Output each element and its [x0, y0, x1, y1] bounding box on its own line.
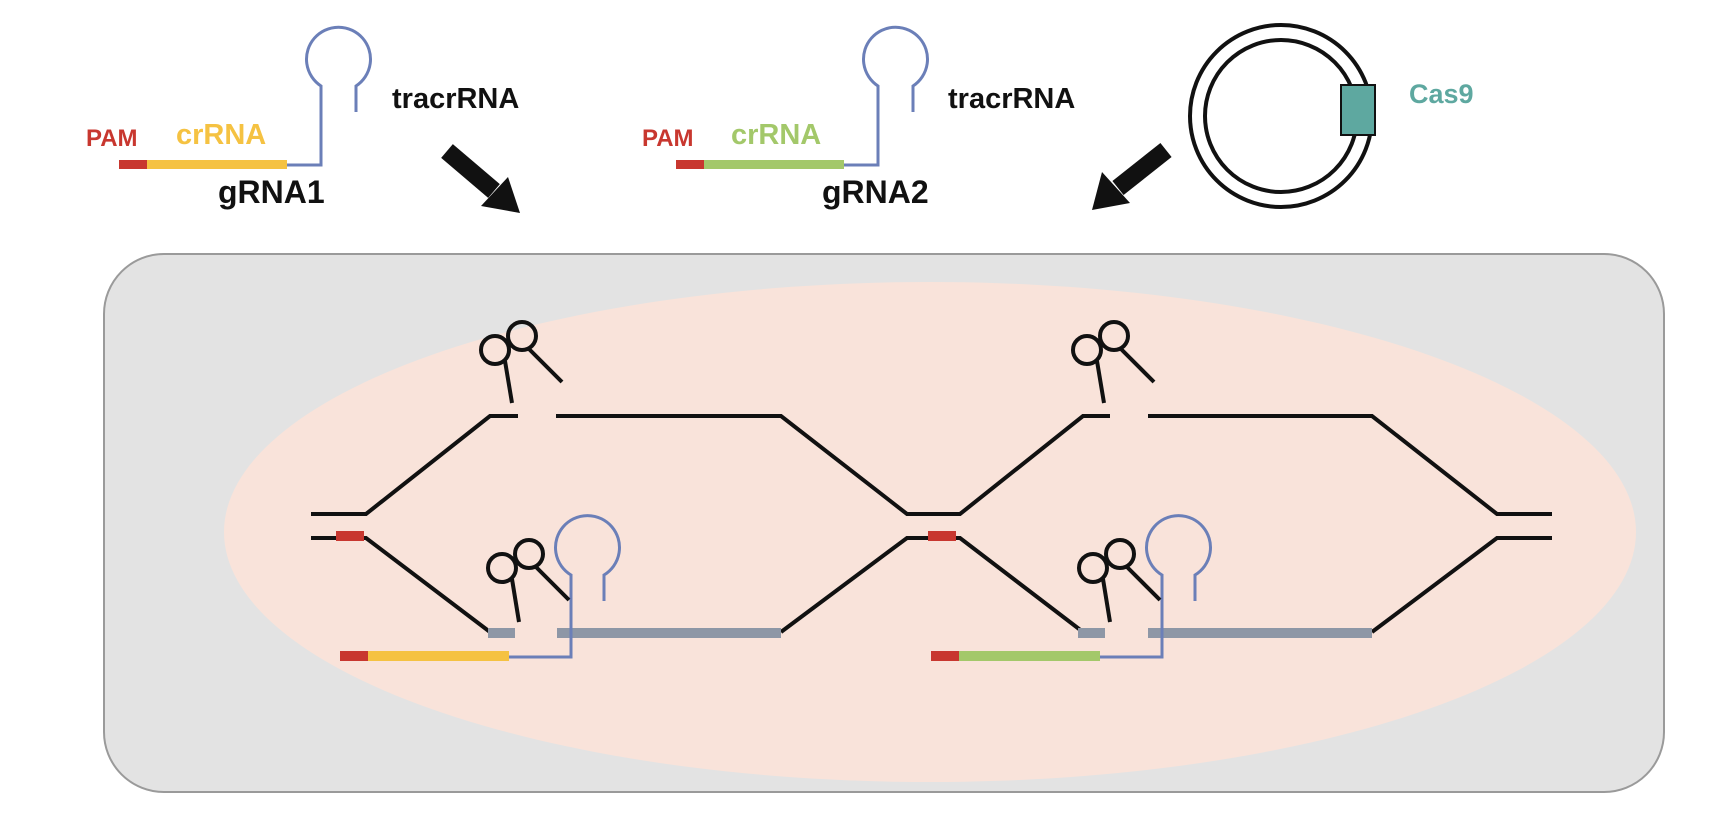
grna2-tracrrna-label: tracrRNA	[948, 83, 1075, 115]
grna1-crrna-label: crRNA	[176, 119, 266, 151]
scissors-icon	[1077, 538, 1162, 623]
grna2-crrna-label: crRNA	[731, 119, 821, 151]
scissors-icon	[486, 538, 571, 623]
bound-grna1-crrna	[368, 651, 509, 661]
bound-grna1-pam	[340, 651, 368, 661]
bound-grna2	[931, 514, 1212, 661]
bound-region-1b	[557, 628, 781, 638]
bound-grna2-crrna	[959, 651, 1100, 661]
arrow-down-left-icon	[1092, 142, 1172, 210]
grna2-group: PAM crRNA tracrRNA gRNA2	[642, 25, 1075, 210]
grna2-pam-label: PAM	[642, 125, 694, 152]
grna2-name-label: gRNA2	[822, 174, 929, 210]
grna1-tracrrna-strand	[287, 25, 372, 167]
bound-grna2-tracrrna	[1100, 514, 1212, 659]
scissors-icon	[1071, 320, 1156, 404]
bound-target-regions	[488, 628, 1372, 638]
bound-region-2a	[1078, 628, 1105, 638]
cas9-plasmid: Cas9	[1188, 23, 1474, 209]
grna2-tracrrna-strand	[844, 25, 929, 167]
dna-pam-site-2	[928, 531, 956, 541]
grna2-crrna-segment	[704, 160, 844, 169]
grna1-pam-segment	[119, 160, 147, 169]
bound-grna1-tracrrna	[509, 514, 621, 659]
grna2-pam-segment	[676, 160, 704, 169]
arrow-down-right-icon	[441, 144, 520, 213]
bound-region-2b	[1148, 628, 1372, 638]
dna-pam-site-1	[336, 531, 364, 541]
grna1-tracrrna-label: tracrRNA	[392, 83, 519, 115]
dna-top-strand	[311, 414, 1552, 516]
grna1-pam-label: PAM	[86, 125, 138, 152]
plasmid-inner-ring	[1203, 38, 1359, 194]
cas9-label: Cas9	[1409, 79, 1474, 109]
grna1-group: PAM crRNA tracrRNA gRNA1	[86, 25, 519, 210]
scissors-icon	[479, 320, 564, 404]
bound-grna1	[340, 514, 621, 661]
grna1-name-label: gRNA1	[218, 174, 325, 210]
cas9-gene-box	[1340, 84, 1376, 136]
bound-grna2-pam	[931, 651, 959, 661]
bound-region-1a	[488, 628, 515, 638]
grna1-crrna-segment	[147, 160, 287, 169]
